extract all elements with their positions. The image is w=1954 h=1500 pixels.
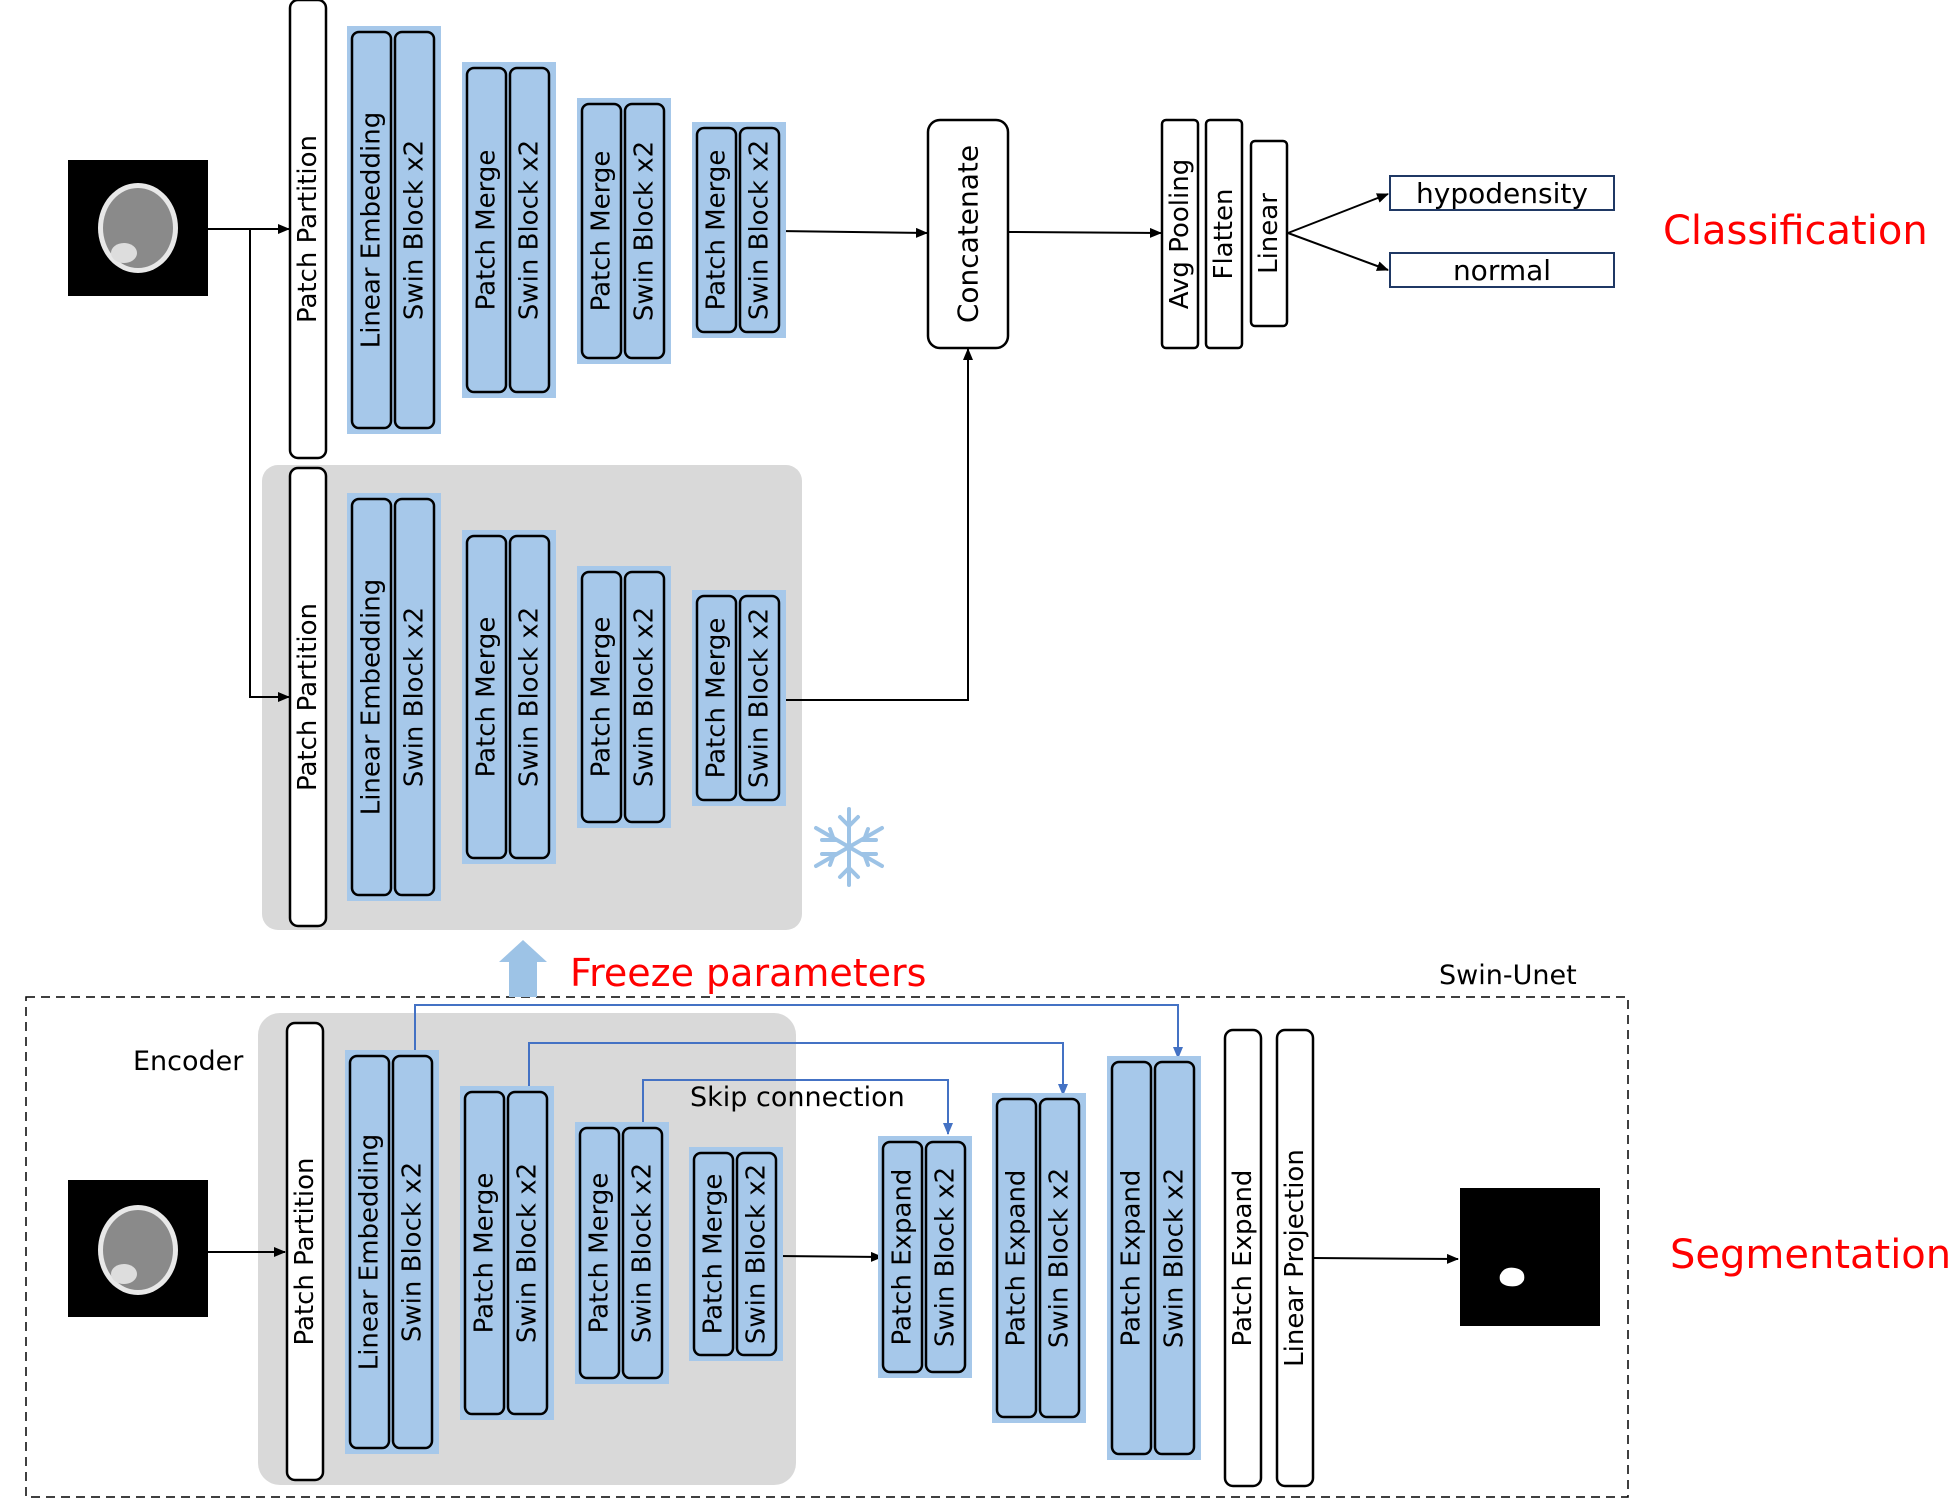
- frozen-patch-partition[interactable]: [288, 466, 328, 928]
- seg-stage4-patch-merge[interactable]: [692, 1151, 735, 1357]
- top-stage3-swin-block[interactable]: [623, 102, 666, 360]
- avg-pooling-box-label: Avg Pooling: [1165, 159, 1195, 309]
- snowflake-icon: [814, 807, 884, 887]
- dec-stage3-patch-expand[interactable]: [1110, 1060, 1153, 1456]
- output-normal-box[interactable]: [1389, 252, 1615, 288]
- dec-stage2-patch-expand[interactable]: [995, 1097, 1038, 1419]
- top-patch-partition-label: Patch Partition: [293, 135, 323, 323]
- linear-projection-box[interactable]: [1275, 1028, 1315, 1488]
- output-hypodensity-box[interactable]: [1389, 175, 1615, 211]
- up-arrow-icon: [499, 940, 547, 997]
- dec-stage1-swin-block-label: Swin Block x2: [931, 1167, 961, 1347]
- seg-stage4-patch-merge-label: Patch Merge: [699, 1174, 729, 1335]
- top-stage1-swin-block[interactable]: [393, 30, 436, 430]
- top-stage2-swin-block[interactable]: [508, 66, 551, 394]
- segmentation-mask-output: [1460, 1188, 1600, 1326]
- ct-input-image-bottom: [68, 1180, 208, 1317]
- swin-unet-frame: [25, 996, 1629, 1498]
- frozen-stage2-swin-block[interactable]: [508, 534, 551, 860]
- segmentation-title: Segmentation: [1670, 1232, 1951, 1278]
- top-patch-partition[interactable]: [288, 0, 328, 460]
- frozen-stage1-linear-embedding-label: Linear Embedding: [357, 579, 387, 816]
- top-stage1-linear-embedding[interactable]: [350, 30, 393, 430]
- seg-stage2-patch-merge[interactable]: [463, 1090, 506, 1416]
- frozen-stage3-swin-block[interactable]: [623, 570, 666, 824]
- swin-unet-label: Swin-Unet: [1439, 960, 1577, 991]
- frozen-stage4-patch-merge-label: Patch Merge: [702, 618, 732, 779]
- seg-stage3-patch-merge-label: Patch Merge: [585, 1173, 615, 1334]
- top-stage4-swin-block-label: Swin Block x2: [745, 140, 775, 320]
- top-stage2-patch-merge[interactable]: [465, 66, 508, 394]
- skip-connection-label: Skip connection: [690, 1082, 905, 1113]
- top-stage2-swin-block-label: Swin Block x2: [515, 140, 545, 320]
- top-stage4-patch-merge[interactable]: [695, 126, 738, 334]
- linear-box-label: Linear: [1254, 193, 1284, 274]
- seg-stage3-patch-merge[interactable]: [578, 1126, 621, 1380]
- skip-connections[interactable]: [414, 1004, 1183, 1135]
- encoder-label: Encoder: [133, 1046, 244, 1077]
- seg-stage2-swin-block-label: Swin Block x2: [513, 1163, 543, 1343]
- frozen-stage3-swin-block-label: Swin Block x2: [630, 607, 660, 787]
- classification-title: Classification: [1663, 208, 1928, 254]
- dec-stage3-swin-block[interactable]: [1153, 1060, 1196, 1456]
- frozen-stage4-patch-merge[interactable]: [695, 594, 738, 802]
- seg-stage1-linear-embedding-label: Linear Embedding: [355, 1134, 385, 1371]
- frozen-stage1-swin-block[interactable]: [393, 497, 436, 897]
- seg-stage3-swin-block-label: Swin Block x2: [628, 1163, 658, 1343]
- output-hypodensity-label: hypodensity: [1416, 177, 1588, 210]
- seg-stage1-swin-block[interactable]: [391, 1054, 434, 1450]
- top-stage1-swin-block-label: Swin Block x2: [400, 140, 430, 320]
- dec-stage2-swin-block-label: Swin Block x2: [1045, 1168, 1075, 1348]
- seg-patch-partition[interactable]: [285, 1021, 325, 1482]
- frozen-stage4-swin-block-label: Swin Block x2: [745, 608, 775, 788]
- frozen-stage3-patch-merge[interactable]: [580, 570, 623, 824]
- flatten-box-label: Flatten: [1209, 189, 1239, 280]
- top-stage4-patch-merge-label: Patch Merge: [702, 150, 732, 311]
- seg-stage4-swin-block-label: Swin Block x2: [742, 1164, 772, 1344]
- dec-stage1-swin-block[interactable]: [924, 1140, 967, 1374]
- seg-stage4-swin-block[interactable]: [735, 1151, 778, 1357]
- dec-patch-expand[interactable]: [1223, 1028, 1263, 1488]
- frozen-stage3-patch-merge-label: Patch Merge: [587, 617, 617, 778]
- dec-stage2-swin-block[interactable]: [1038, 1097, 1081, 1419]
- frozen-stage4-swin-block[interactable]: [738, 594, 781, 802]
- dec-stage3-swin-block-label: Swin Block x2: [1160, 1168, 1190, 1348]
- frozen-stage2-patch-merge-label: Patch Merge: [472, 617, 502, 778]
- top-stage3-patch-merge[interactable]: [580, 102, 623, 360]
- top-stage3-swin-block-label: Swin Block x2: [630, 141, 660, 321]
- top-stage2-patch-merge-label: Patch Merge: [472, 150, 502, 311]
- frozen-stage1-swin-block-label: Swin Block x2: [400, 607, 430, 787]
- avg-pooling-box[interactable]: [1160, 118, 1200, 350]
- dec-stage1-patch-expand-label: Patch Expand: [888, 1169, 918, 1346]
- frozen-patch-partition-label: Patch Partition: [293, 603, 323, 791]
- dec-stage2-patch-expand-label: Patch Expand: [1002, 1170, 1032, 1347]
- top-stage1-linear-embedding-label: Linear Embedding: [357, 112, 387, 349]
- flatten-box[interactable]: [1204, 118, 1244, 350]
- output-normal-label: normal: [1453, 254, 1551, 287]
- linear-box[interactable]: [1249, 139, 1289, 328]
- top-stage3-patch-merge-label: Patch Merge: [587, 151, 617, 312]
- frozen-stage1-linear-embedding[interactable]: [350, 497, 393, 897]
- seg-stage1-swin-block-label: Swin Block x2: [398, 1162, 428, 1342]
- linear-projection-box-label: Linear Projection: [1280, 1149, 1310, 1367]
- dec-patch-expand-label: Patch Expand: [1228, 1170, 1258, 1347]
- frozen-stage2-patch-merge[interactable]: [465, 534, 508, 860]
- frozen-stage2-swin-block-label: Swin Block x2: [515, 607, 545, 787]
- ct-input-image-top: [68, 160, 208, 296]
- concatenate-box[interactable]: [926, 118, 1010, 350]
- dec-stage1-patch-expand[interactable]: [881, 1140, 924, 1374]
- seg-stage2-patch-merge-label: Patch Merge: [470, 1173, 500, 1334]
- dec-stage3-patch-expand-label: Patch Expand: [1117, 1170, 1147, 1347]
- seg-stage3-swin-block[interactable]: [621, 1126, 664, 1380]
- top-stage4-swin-block[interactable]: [738, 126, 781, 334]
- seg-stage2-swin-block[interactable]: [506, 1090, 549, 1416]
- black-arrows: [208, 193, 1459, 1264]
- freeze-parameters-label: Freeze parameters: [570, 951, 926, 995]
- concatenate-box-label: Concatenate: [952, 145, 985, 323]
- seg-patch-partition-label: Patch Partition: [290, 1157, 320, 1345]
- seg-stage1-linear-embedding[interactable]: [348, 1054, 391, 1450]
